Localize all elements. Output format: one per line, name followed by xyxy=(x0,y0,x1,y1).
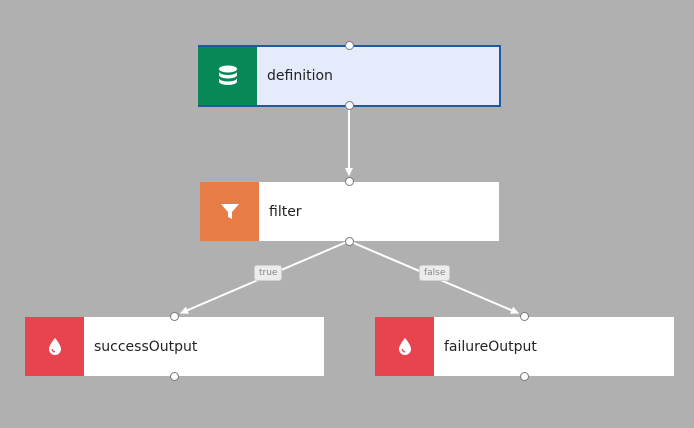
port-filter-in[interactable] xyxy=(345,177,354,186)
edge-label-false: false xyxy=(419,265,451,281)
node-success-output-label: successOutput xyxy=(94,338,198,355)
port-failure-in[interactable] xyxy=(520,312,529,321)
node-filter[interactable]: filter xyxy=(200,182,499,241)
filter-icon xyxy=(220,203,239,219)
port-failure-out[interactable] xyxy=(520,372,529,381)
node-failure-output[interactable]: failureOutput xyxy=(375,317,674,376)
port-success-in[interactable] xyxy=(170,312,179,321)
node-failure-output-label: failureOutput xyxy=(444,338,537,355)
drop-icon xyxy=(398,338,411,355)
port-success-out[interactable] xyxy=(170,372,179,381)
port-definition-in[interactable] xyxy=(345,41,354,50)
node-filter-label: filter xyxy=(269,203,302,220)
port-definition-out[interactable] xyxy=(345,101,354,110)
database-icon xyxy=(218,65,237,85)
node-success-output-icon-box xyxy=(25,317,84,376)
node-failure-output-icon-box xyxy=(375,317,434,376)
node-filter-icon-box xyxy=(200,182,259,241)
port-filter-out[interactable] xyxy=(345,237,354,246)
node-definition-label: definition xyxy=(267,68,333,84)
drop-icon xyxy=(48,338,61,355)
node-success-output[interactable]: successOutput xyxy=(25,317,324,376)
node-definition-icon-box xyxy=(198,47,257,105)
edge-label-true: true xyxy=(254,265,283,281)
node-definition[interactable]: definition xyxy=(198,45,501,107)
